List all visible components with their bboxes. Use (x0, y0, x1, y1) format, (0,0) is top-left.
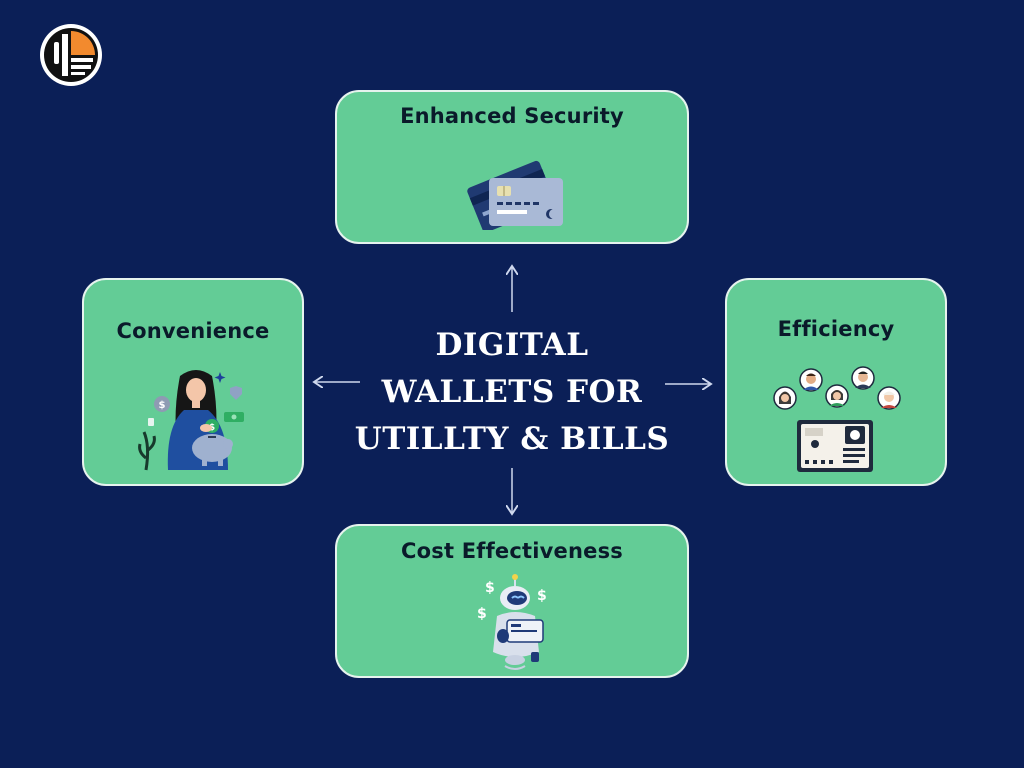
avatar-2-icon (799, 368, 823, 392)
card-convenience: Convenience $ $ (82, 278, 304, 486)
team-dashboard-icon (773, 366, 901, 472)
card-title-enhanced-security: Enhanced Security (400, 104, 624, 128)
avatar-5-icon (877, 386, 901, 410)
center-title: DIGITAL WALLETS FOR UTILLTY & BILLS (352, 322, 672, 463)
brand-logo-icon (40, 24, 102, 86)
card-title-cost-effectiveness: Cost Effectiveness (401, 539, 623, 563)
dollar-label: $ (485, 580, 495, 596)
avatar-1-icon (773, 386, 797, 410)
avatar-4-icon (851, 366, 875, 390)
dollar-label: $ (537, 588, 547, 604)
card-efficiency: Efficiency (725, 278, 947, 486)
center-title-line-2: WALLETS FOR (381, 374, 643, 410)
card-enhanced-security: Enhanced Security (335, 90, 689, 244)
card-title-convenience: Convenience (116, 319, 270, 343)
card-cost-effectiveness: Cost Effectiveness $ $ $ (335, 524, 689, 678)
dollar-label: $ (477, 606, 487, 622)
robot-money-icon: $ $ $ (477, 574, 547, 670)
center-title-line-3: UTILLTY & BILLS (354, 421, 670, 457)
avatar-3-icon (825, 384, 849, 408)
woman-piggy-bank-icon: $ $ (138, 370, 244, 471)
center-title-line-1: DIGITAL (435, 327, 589, 363)
credit-cards-icon (467, 160, 563, 230)
dollar-label: $ (159, 400, 166, 411)
card-title-efficiency: Efficiency (777, 317, 895, 341)
